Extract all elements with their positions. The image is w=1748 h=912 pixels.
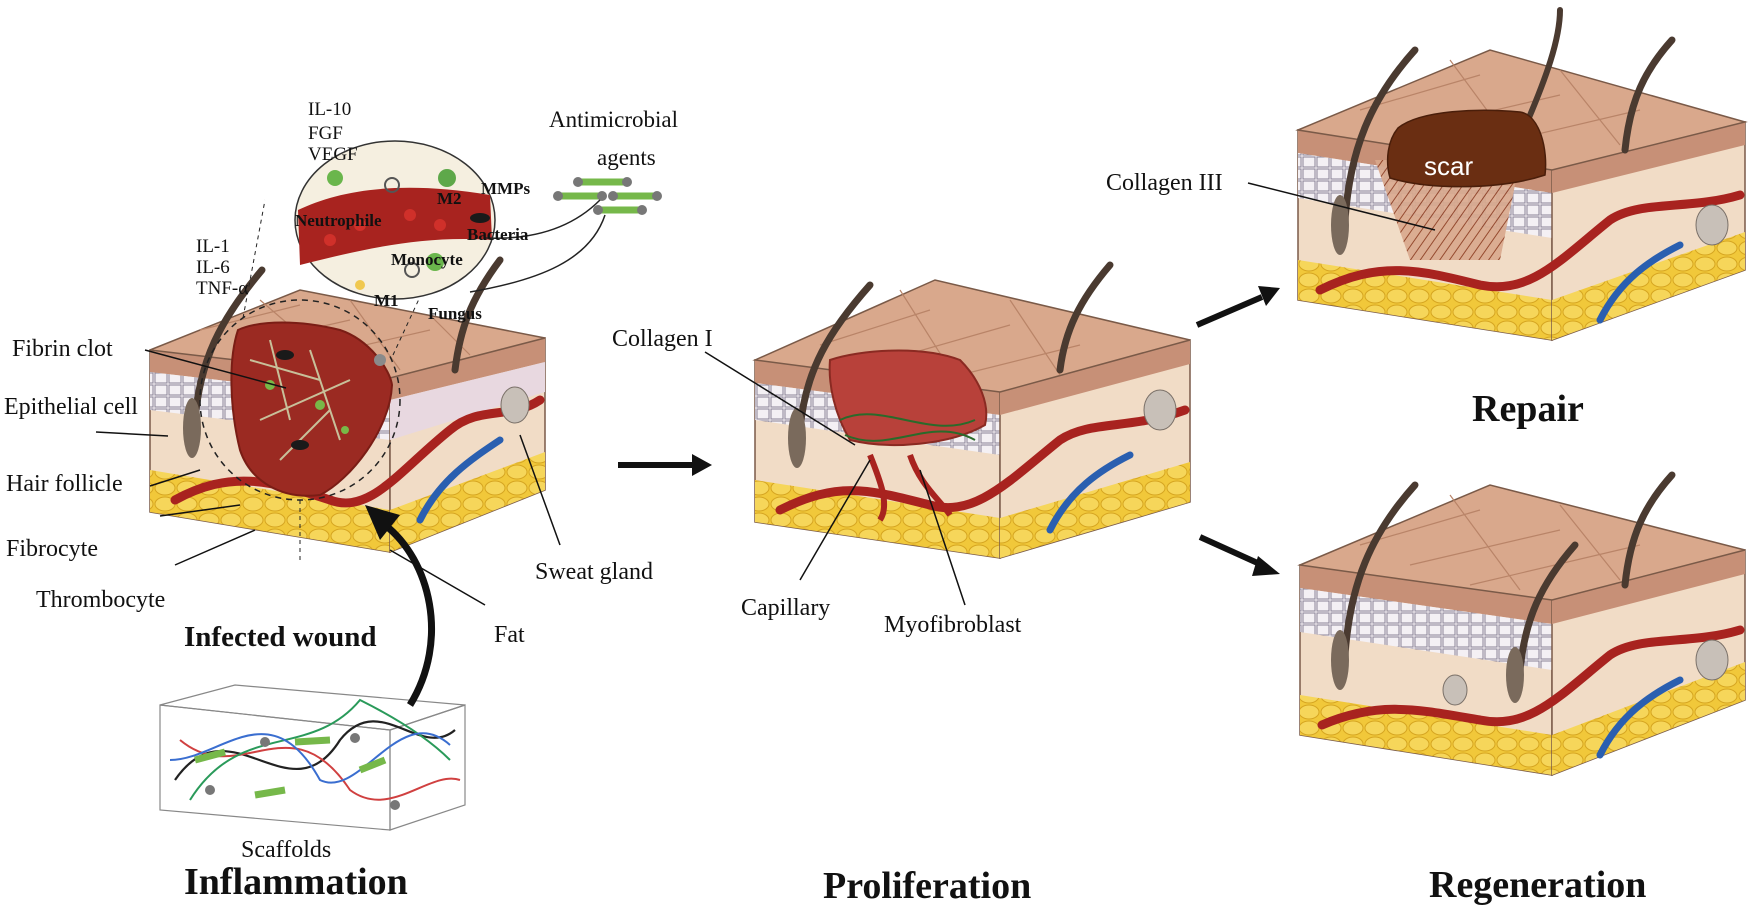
arrow-to-repair-head [1258,286,1280,306]
label-capillary: Capillary [741,595,831,621]
inset-bacteria: Bacteria [467,225,529,244]
inset-m1: M1 [374,291,399,310]
arrow-to-repair [1195,294,1264,328]
inset-magnification [294,140,496,300]
label-fat: Fat [494,622,525,648]
inset-m2: M2 [437,189,462,208]
arrow-to-proliferation-head [692,454,712,476]
cytokine-il10: IL-10 [308,99,352,120]
label-scaffolds: Scaffolds [241,837,332,863]
inset-monocyte: Monocyte [391,250,463,269]
cytokine-fgf: FGF [308,123,343,144]
curved-arrow-head [365,505,400,540]
leader-lines-block2 [704,351,966,606]
label-epithelial-cell: Epithelial cell [4,394,138,420]
label-scar: scar [1424,151,1474,181]
inset-fungus: Fungus [428,304,482,323]
title-regeneration: Regeneration [1429,864,1647,906]
title-repair: Repair [1472,388,1584,430]
label-antimicrobial-2: agents [597,145,656,170]
cytokine-il6: IL-6 [196,257,230,278]
cytokine-tnf: TNF-α [196,278,249,299]
title-proliferation: Proliferation [823,865,1032,907]
skin-block-repair [1295,7,1748,342]
scaffold-box [159,684,466,831]
title-inflammation: Inflammation [184,861,408,903]
inset-neutrophile: Neutrophile [295,211,382,230]
skin-block-proliferation [752,261,1191,560]
skin-block-infected [149,199,546,560]
curved-arrow [382,522,435,707]
arrow-to-regeneration [1198,534,1264,568]
label-hair-follicle: Hair follicle [6,471,123,497]
label-sweat-gland: Sweat gland [535,559,653,585]
label-fibrocyte: Fibrocyte [6,536,98,562]
label-thrombocyte: Thrombocyte [36,587,166,613]
leader-collagen-iii [1247,182,1436,231]
label-myofibroblast: Myofibroblast [884,612,1022,638]
label-infected-wound: Infected wound [184,621,377,653]
antimicrobial-molecules [469,177,662,293]
label-fibrin-clot: Fibrin clot [12,336,113,362]
label-collagen-i: Collagen I [612,326,713,352]
label-collagen-iii: Collagen III [1106,170,1223,196]
label-antimicrobial-1: Antimicrobial [549,107,679,132]
inset-mmps: MMPs [481,179,531,198]
arrow-to-regeneration-head [1252,556,1280,576]
leader-lines-block1 [95,349,561,606]
skin-block-regeneration [1297,471,1746,777]
cytokine-il1: IL-1 [196,236,230,257]
cytokine-vegf: VEGF [308,144,358,165]
